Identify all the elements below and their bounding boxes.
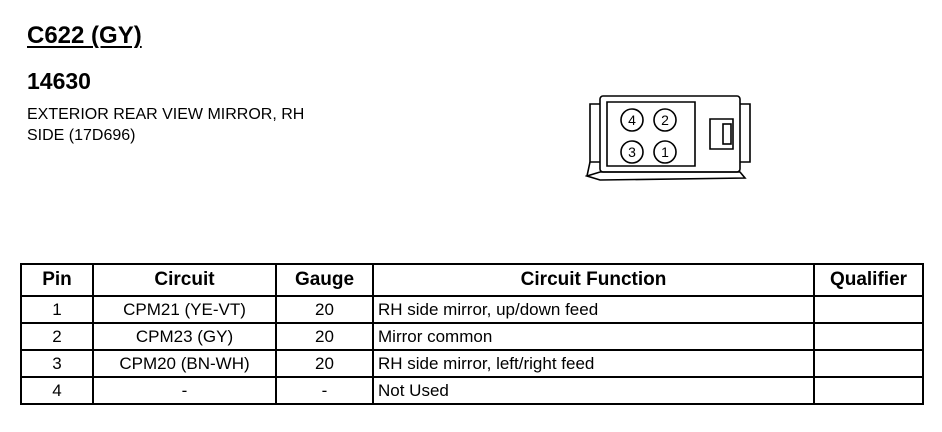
cell-pin: 1	[20, 295, 94, 324]
description-line-2: SIDE (17D696)	[27, 127, 136, 144]
table-header-row: Pin Circuit Gauge Circuit Function Quali…	[20, 263, 924, 297]
cell-circuit: CPM23 (GY)	[92, 322, 277, 351]
lock-tab-outline	[709, 118, 734, 150]
header-qualifier: Qualifier	[813, 263, 924, 297]
table-row: 2 CPM23 (GY) 20 Mirror common	[20, 322, 924, 351]
header-circuit-function: Circuit Function	[372, 263, 815, 297]
cell-function: Not Used	[372, 376, 815, 405]
cell-function: RH side mirror, left/right feed	[372, 349, 815, 378]
pin-1-label: 1	[661, 144, 669, 160]
cell-circuit: -	[92, 376, 277, 405]
cell-gauge: -	[275, 376, 374, 405]
cell-pin: 2	[20, 322, 94, 351]
cell-gauge: 20	[275, 295, 374, 324]
cell-function: RH side mirror, up/down feed	[372, 295, 815, 324]
cell-function: Mirror common	[372, 322, 815, 351]
part-number: 14630	[27, 68, 91, 94]
cell-qualifier	[813, 349, 924, 378]
cell-circuit: CPM20 (BN-WH)	[92, 349, 277, 378]
cell-pin: 3	[20, 349, 94, 378]
cell-gauge: 20	[275, 349, 374, 378]
pin-1-circle	[653, 140, 677, 164]
table-row: 1 CPM21 (YE-VT) 20 RH side mirror, up/do…	[20, 295, 924, 324]
connector-housing	[599, 95, 741, 173]
connector-description: EXTERIOR REAR VIEW MIRROR, RH SIDE (17D6…	[27, 104, 407, 146]
base-left-edge	[586, 161, 591, 177]
table-row: 3 CPM20 (BN-WH) 20 RH side mirror, left/…	[20, 349, 924, 378]
table-row: 4 - - Not Used	[20, 376, 924, 405]
cell-gauge: 20	[275, 322, 374, 351]
pin-4-circle	[620, 108, 644, 132]
pin-3-label: 3	[628, 144, 636, 160]
cell-qualifier	[813, 295, 924, 324]
right-edge	[740, 103, 751, 163]
pin-4-label: 4	[628, 112, 636, 128]
pin-3-circle	[620, 140, 644, 164]
connector-title: C622 (GY)	[27, 22, 142, 49]
pin-2-label: 2	[661, 112, 669, 128]
cell-qualifier	[813, 322, 924, 351]
lock-tab	[722, 123, 732, 145]
header-gauge: Gauge	[275, 263, 374, 297]
cell-qualifier	[813, 376, 924, 405]
pin-cavity-outline	[606, 101, 696, 167]
left-latch	[589, 103, 600, 163]
cell-pin: 4	[20, 376, 94, 405]
description-line-1: EXTERIOR REAR VIEW MIRROR, RH	[27, 106, 305, 123]
connector-base	[585, 171, 747, 181]
pin-2-circle	[653, 108, 677, 132]
cell-circuit: CPM21 (YE-VT)	[92, 295, 277, 324]
header-circuit: Circuit	[92, 263, 277, 297]
pinout-table: Pin Circuit Gauge Circuit Function Quali…	[20, 263, 924, 405]
connector-face-diagram: 4 2 3 1	[585, 95, 751, 181]
header-pin: Pin	[20, 263, 94, 297]
